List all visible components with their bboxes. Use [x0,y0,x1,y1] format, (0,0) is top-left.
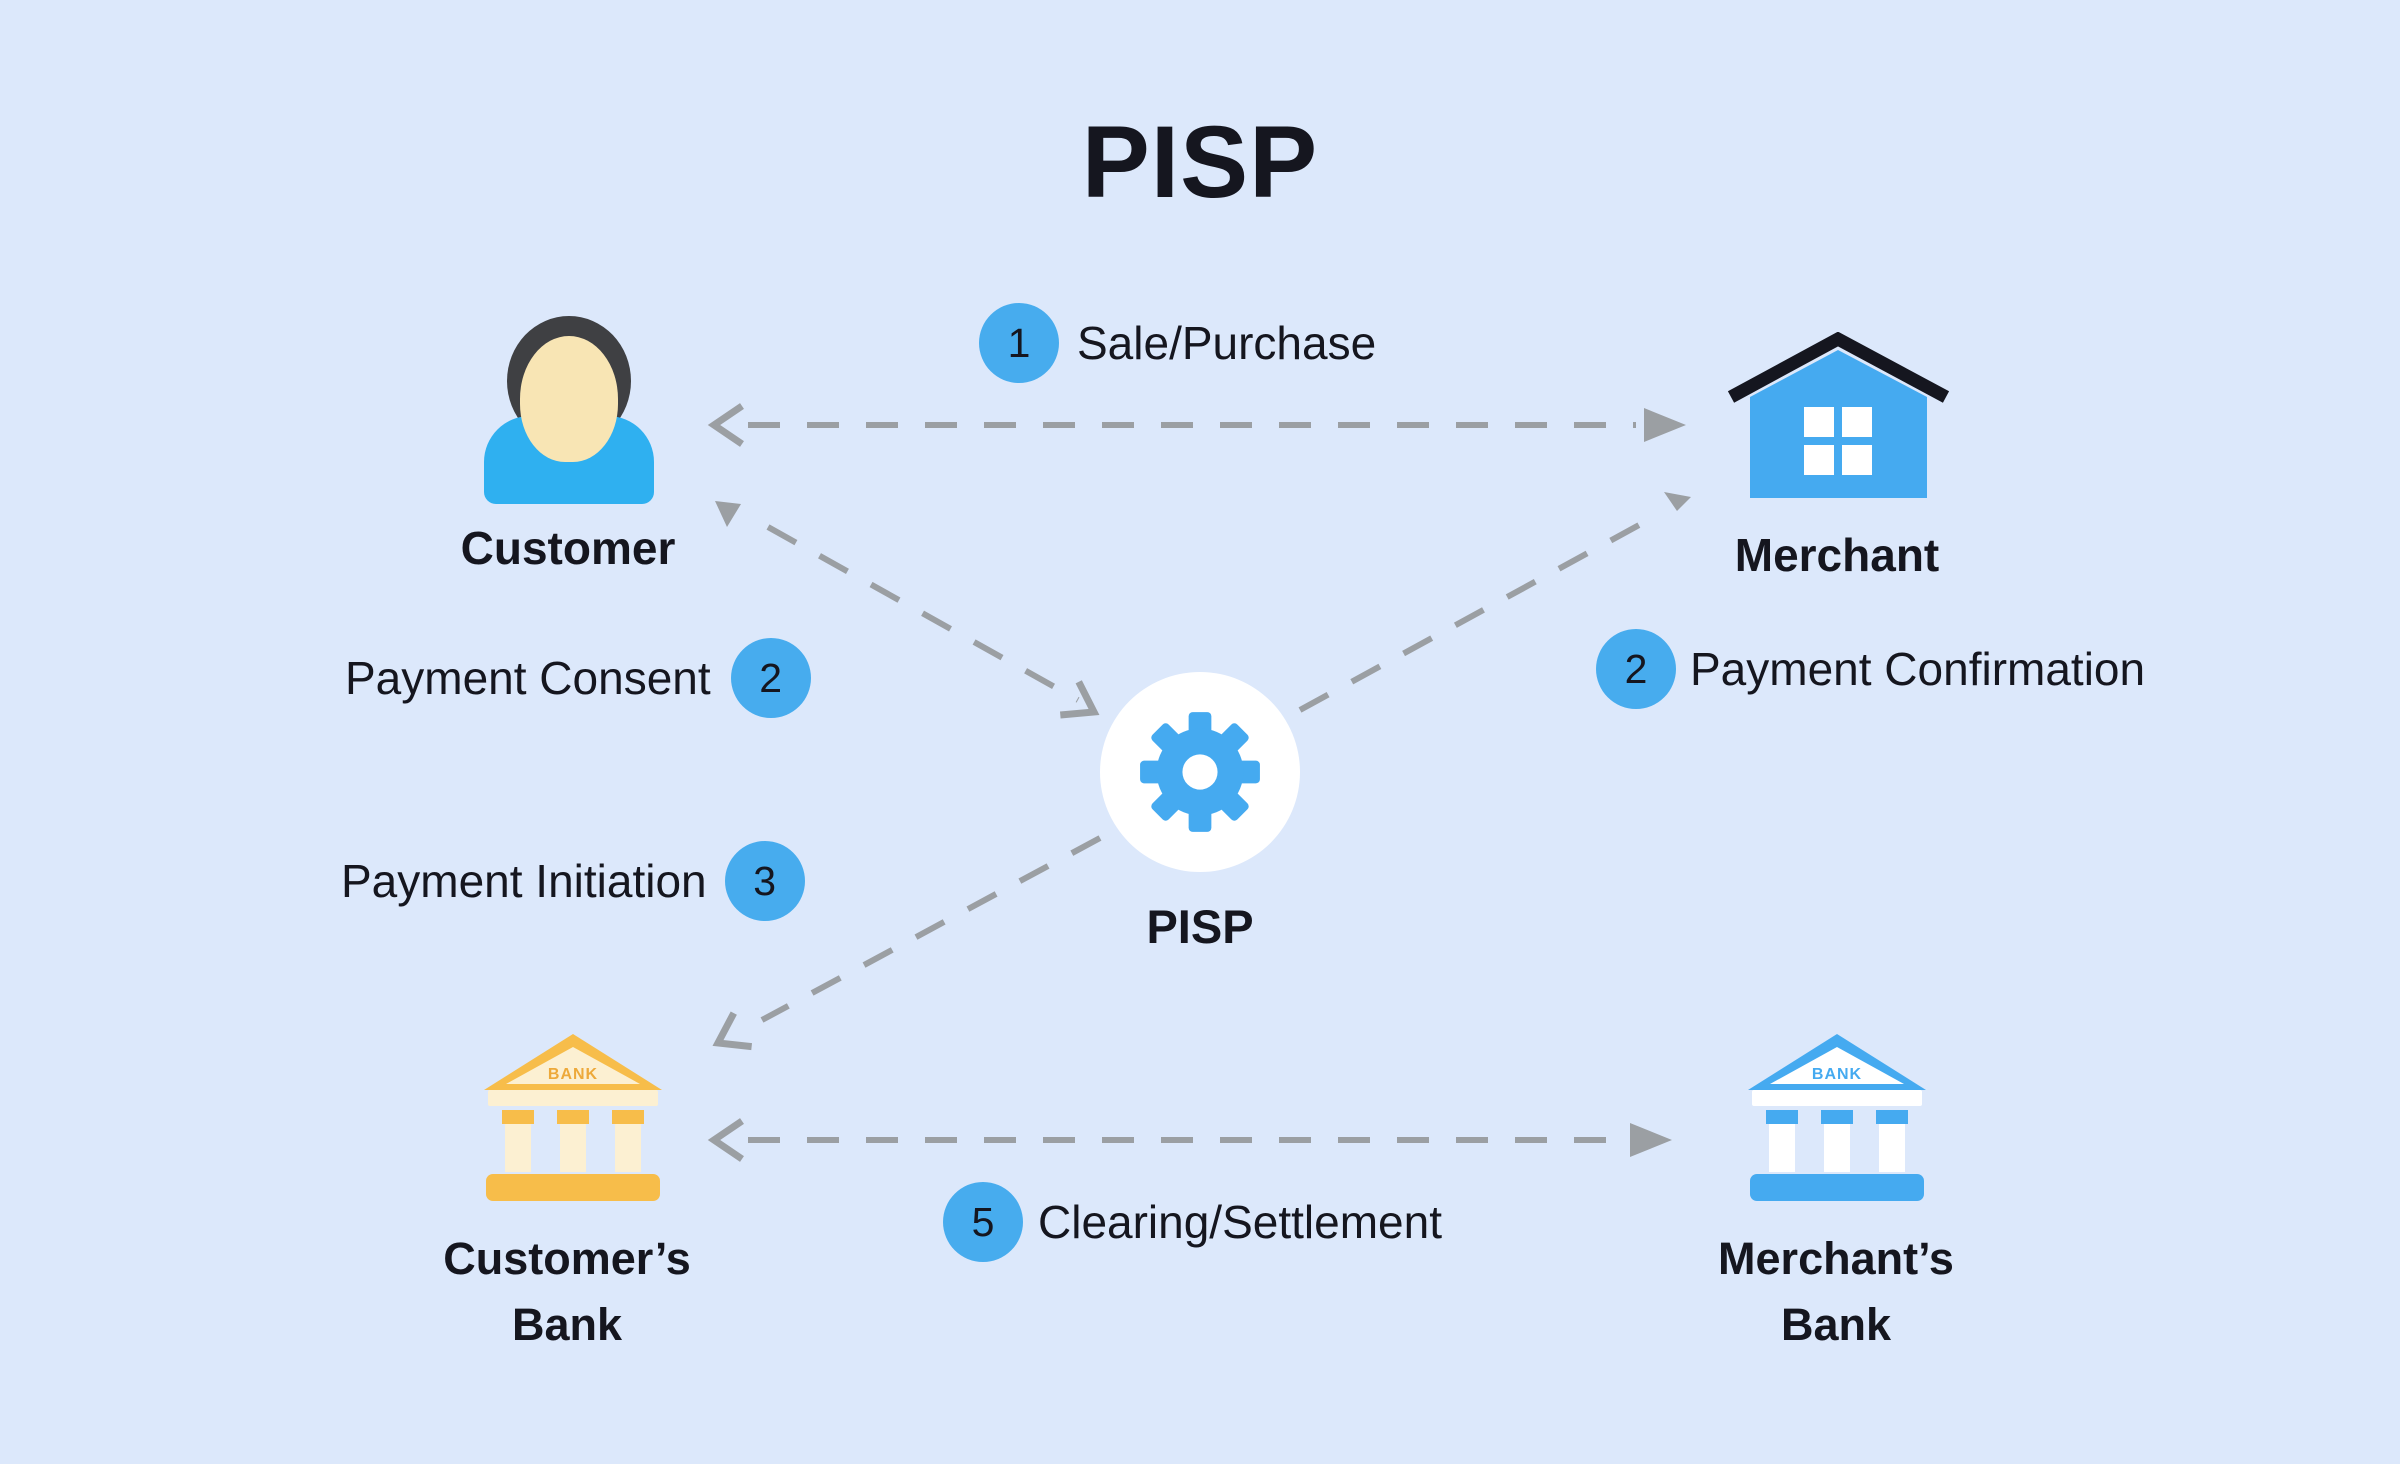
step-badge: 5 [943,1182,1023,1262]
bank-sign: BANK [548,1066,598,1083]
bank-icon-yellow: BANK [484,1034,662,1201]
step-sale-purchase: 1 Sale/Purchase [979,303,1376,383]
step-badge: 3 [724,841,805,921]
person-face [520,336,618,462]
merchant-bank-label-line1: Merchant’s [1718,1233,1954,1284]
customer-bank-label-line1: Customer’s [443,1233,691,1284]
page-title: PISP [1081,105,1319,219]
customer-bank-label-line2: Bank [511,1299,623,1350]
gear-icon [1140,712,1260,832]
step-label: Sale/Purchase [1077,317,1377,369]
step-label: Clearing/Settlement [1038,1196,1442,1248]
merchant-label: Merchant [1734,529,1940,581]
bank-sign: BANK [1812,1066,1862,1083]
merchant-bank-label-line2: Bank [1780,1299,1892,1350]
pisp-label: PISP [1146,900,1254,953]
step-payment-initiation: Payment Initiation 3 [341,841,805,921]
house-icon [1727,332,1950,498]
step-label: Payment Consent [345,652,711,704]
pisp-circle [1100,672,1300,872]
arrow-sale-purchase [707,403,1686,447]
customer-label: Customer [460,522,676,574]
person-icon [483,316,655,504]
step-badge: 2 [1596,629,1676,709]
step-clearing-settlement: 5 Clearing/Settlement [943,1182,1442,1262]
merchant-bank-label: Merchant’s Bank [1686,1226,1986,1358]
step-payment-consent: Payment Consent 2 [345,638,811,718]
step-payment-confirmation: 2 Payment Confirmation [1596,629,2145,709]
step-badge: 1 [979,303,1059,383]
arrow-clearing-settlement [707,1118,1672,1162]
step-label: Payment Confirmation [1690,643,2146,695]
step-badge: 2 [730,638,811,718]
customer-bank-label: Customer’s Bank [417,1226,717,1358]
bank-icon-blue: BANK [1748,1034,1926,1201]
step-label: Payment Initiation [341,855,707,907]
